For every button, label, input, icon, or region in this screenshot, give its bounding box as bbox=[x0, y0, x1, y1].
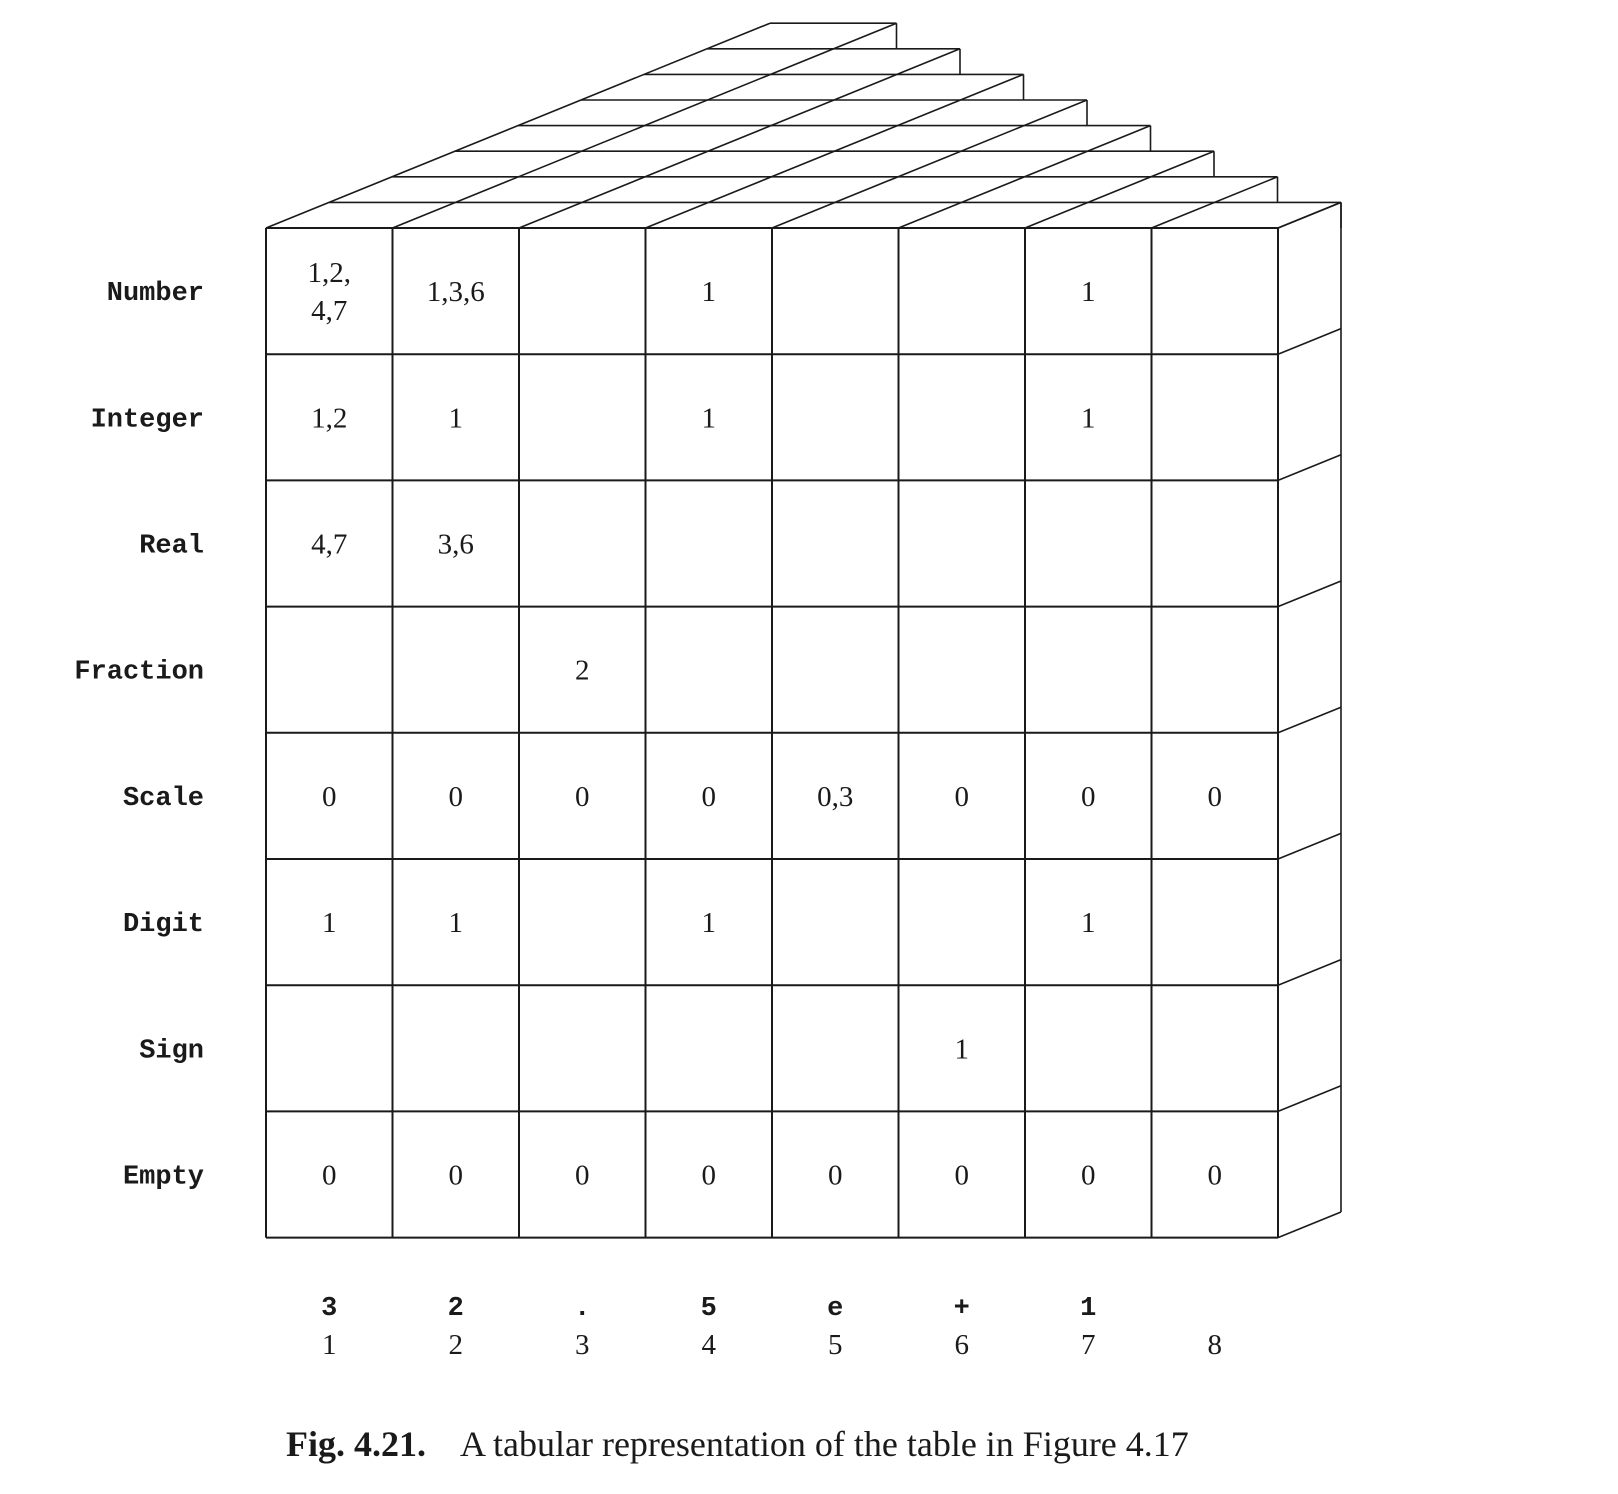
column-token: 3 bbox=[321, 1294, 337, 1324]
column-token: e bbox=[827, 1294, 843, 1324]
cell-value: 0 bbox=[702, 781, 717, 813]
cell-value: 0 bbox=[1208, 1160, 1223, 1192]
cell-value: 0 bbox=[955, 781, 970, 813]
cell-value: 0 bbox=[449, 1160, 464, 1192]
column-position: 1 bbox=[322, 1329, 337, 1361]
column-token: 5 bbox=[701, 1294, 717, 1324]
column-token: 2 bbox=[448, 1294, 464, 1324]
column-position: 2 bbox=[449, 1329, 464, 1361]
cell-value: 0 bbox=[449, 781, 464, 813]
column-token: . bbox=[574, 1294, 590, 1324]
column-position: 7 bbox=[1081, 1329, 1096, 1361]
cell-value: 1 bbox=[702, 907, 717, 939]
side-diagonal-line bbox=[1277, 1085, 1342, 1113]
cell-value: 4,7 bbox=[311, 295, 347, 327]
side-diagonal-line bbox=[1277, 1211, 1342, 1239]
cell-value: 2 bbox=[575, 655, 590, 687]
column-labels: 3 1 2 2. 3 5 4 e 5 +6 1 7 8 bbox=[321, 1294, 1222, 1361]
depth-diagonal-line bbox=[645, 73, 1024, 229]
cell-value: 0 bbox=[322, 781, 337, 813]
cell-value: 1 bbox=[1081, 907, 1096, 939]
row-label-integer: Integer bbox=[91, 405, 204, 435]
depth-diagonal-line bbox=[518, 48, 961, 229]
row-label-empty: Empty bbox=[123, 1163, 204, 1193]
cell-value: 1 bbox=[702, 402, 717, 434]
column-position: 6 bbox=[955, 1329, 970, 1361]
cell-value: 0 bbox=[575, 1160, 590, 1192]
row-label-number: Number bbox=[107, 279, 204, 309]
cell-value: 0 bbox=[1081, 781, 1096, 813]
cell-value: 1 bbox=[449, 402, 464, 434]
depth-diagonal-line bbox=[1024, 150, 1215, 229]
cell-value: 0 bbox=[322, 1160, 337, 1192]
row-label-digit: Digit bbox=[123, 910, 204, 940]
row-label-real: Real bbox=[139, 532, 204, 562]
cell-value: 0 bbox=[702, 1160, 717, 1192]
front-grid bbox=[265, 227, 1279, 1239]
cell-values: 1,2, 4,7 1,3,6 1 1 1,2 1 1 1 4,7 3,6 2 0 0 0 0 0,3 0 0 0 1 1 1… bbox=[308, 257, 1223, 1191]
cell-value: 3,6 bbox=[438, 529, 474, 561]
side-diagonal-line bbox=[1277, 327, 1342, 355]
cell-value: 0 bbox=[1081, 1160, 1096, 1192]
side-diagonal-line bbox=[1277, 832, 1342, 860]
depth-diagonal-line bbox=[771, 99, 1088, 229]
figure-caption: Fig. 4.21. A tabular representation of t… bbox=[286, 1424, 1189, 1464]
cell-value: 1,3,6 bbox=[427, 276, 485, 308]
cell-value: 1,2, bbox=[308, 257, 352, 289]
cell-value: 4,7 bbox=[311, 529, 347, 561]
side-diagonal-line bbox=[1277, 958, 1342, 986]
cell-value: 0 bbox=[955, 1160, 970, 1192]
depth-diagonal-line bbox=[1151, 176, 1278, 229]
row-label-sign: Sign bbox=[139, 1036, 204, 1066]
caption-text: A tabular representation of the table in… bbox=[460, 1424, 1189, 1464]
column-position: 3 bbox=[575, 1329, 590, 1361]
cell-value: 1 bbox=[322, 907, 337, 939]
column-token: 1 bbox=[1080, 1294, 1096, 1324]
cell-value: 0,3 bbox=[817, 781, 853, 813]
side-face bbox=[1277, 201, 1342, 1239]
row-label-fraction: Fraction bbox=[74, 658, 204, 688]
row-label-scale: Scale bbox=[123, 784, 204, 814]
cell-value: 1 bbox=[702, 276, 717, 308]
cell-value: 1 bbox=[1081, 276, 1096, 308]
side-diagonal-line bbox=[1277, 454, 1342, 482]
depth-grid-lines bbox=[265, 22, 1342, 229]
cell-value: 1 bbox=[955, 1033, 970, 1065]
column-token: + bbox=[954, 1294, 970, 1324]
row-labels: NumberIntegerRealFractionScaleDigitSignE… bbox=[74, 279, 204, 1192]
caption-label: Fig. 4.21. bbox=[286, 1424, 426, 1464]
cell-value: 0 bbox=[575, 781, 590, 813]
depth-diagonal-line bbox=[898, 124, 1151, 229]
cell-value: 1,2 bbox=[311, 402, 347, 434]
side-diagonal-line bbox=[1277, 201, 1342, 229]
depth-diagonal-line bbox=[265, 22, 771, 229]
cell-value: 1 bbox=[449, 907, 464, 939]
side-diagonal-line bbox=[1277, 580, 1342, 608]
column-position: 8 bbox=[1208, 1329, 1223, 1361]
depth-diagonal-line bbox=[392, 22, 897, 229]
column-position: 5 bbox=[828, 1329, 843, 1361]
column-position: 4 bbox=[702, 1329, 717, 1361]
cell-value: 0 bbox=[828, 1160, 843, 1192]
side-diagonal-line bbox=[1277, 706, 1342, 734]
cell-value: 1 bbox=[1081, 402, 1096, 434]
cell-value: 0 bbox=[1208, 781, 1223, 813]
